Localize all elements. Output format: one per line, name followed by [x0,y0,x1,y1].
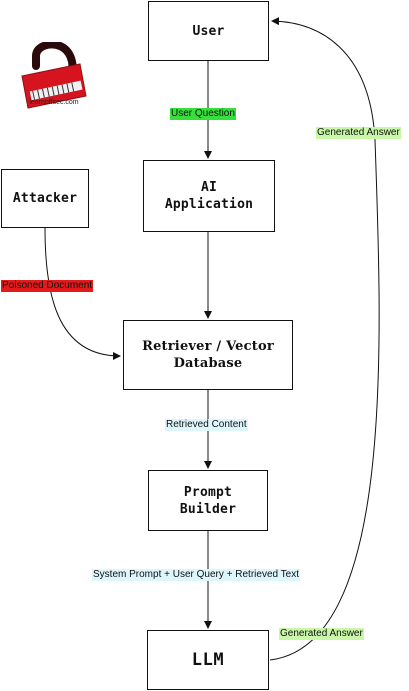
retrieved-content-label: Retrieved Content [165,419,248,431]
llm-node: LLM [147,630,269,690]
learnoffsec-logo: learnoffsec.com [20,40,88,120]
poisoned-document-label: Poisoned Document [1,280,94,292]
logo-text: learnoffsec.com [29,99,79,106]
arrow-attacker-to-retriever [44,227,121,360]
retriever-vector-database-node: Retriever / Vector Database [123,320,293,390]
prompt-builder-node: Prompt Builder [148,470,268,531]
generated-answer-label-bottom: Generated Answer [279,628,364,640]
system-prompt-label: System Prompt + User Query + Retrieved T… [92,569,301,581]
padlock-icon [21,40,87,109]
user-question-label: User Question [170,108,236,120]
attacker-node: Attacker [1,169,89,228]
ai-application-node: AI Application [143,160,275,232]
generated-answer-label-top: Generated Answer [316,127,401,139]
arrow-llm-to-user [269,17,380,661]
user-node: User [148,1,269,61]
